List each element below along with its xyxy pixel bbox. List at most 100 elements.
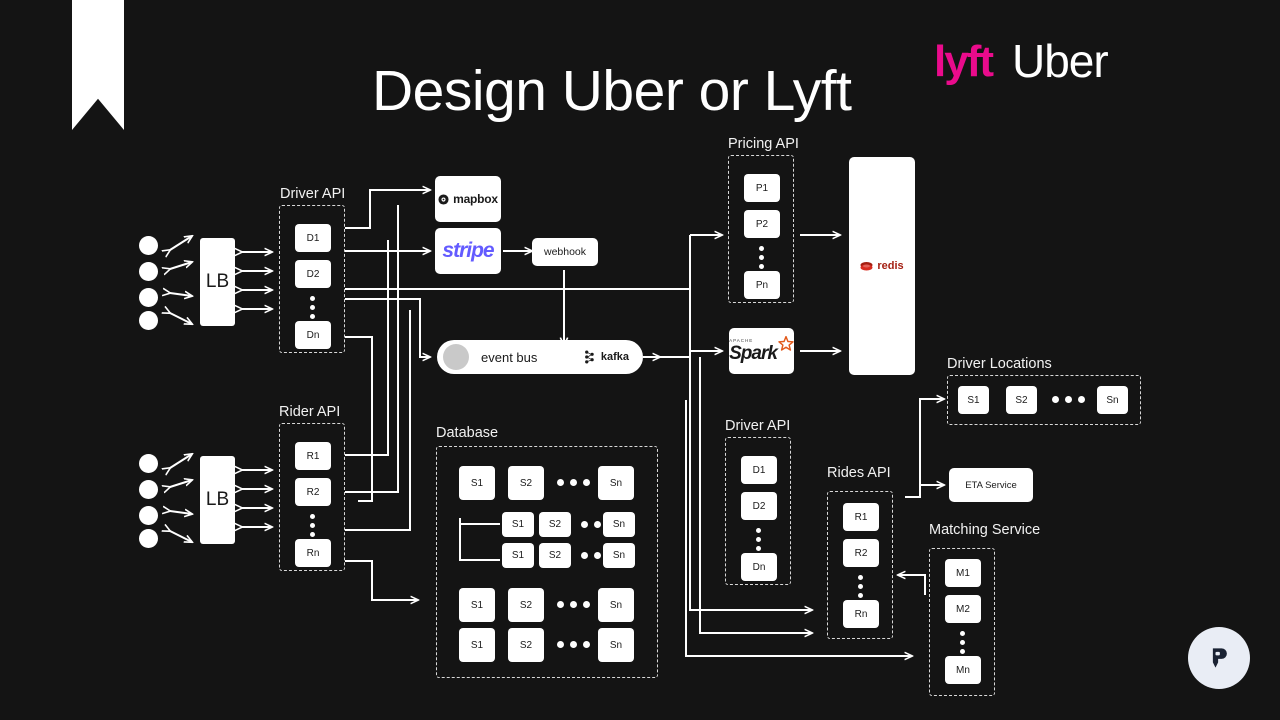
driver-api-left-node-d2[interactable]: D2 <box>295 260 331 288</box>
db-replica[interactable]: S1 <box>502 543 534 568</box>
driver-api-right-group <box>725 437 791 585</box>
rides-api-group <box>827 491 893 639</box>
db-replica[interactable]: S1 <box>502 512 534 537</box>
kafka-icon <box>584 350 594 364</box>
pricing-api-node-pn[interactable]: Pn <box>744 271 780 299</box>
client-dot[interactable] <box>139 480 158 499</box>
matching-service-node-m2[interactable]: M2 <box>945 595 981 623</box>
driver-api-right-node-d2[interactable]: D2 <box>741 492 777 520</box>
mapbox-service[interactable]: mapbox <box>435 176 501 222</box>
stripe-service[interactable]: stripe <box>435 228 501 274</box>
driver-api-right-label: Driver API <box>725 418 791 434</box>
redis-icon <box>860 261 873 270</box>
pin-logo-icon <box>1212 648 1227 668</box>
db-row4-ellipsis <box>557 601 590 608</box>
db-replica[interactable]: Sn <box>603 543 635 568</box>
driver-locations-node-s2[interactable]: S2 <box>1006 386 1037 414</box>
driver-api-right-ellipsis <box>756 528 761 551</box>
db-shard[interactable]: Sn <box>598 466 634 500</box>
driver-load-balancer[interactable]: LB <box>200 238 235 326</box>
driver-api-right-node-d1[interactable]: D1 <box>741 456 777 484</box>
uber-logo: Uber <box>1012 35 1109 87</box>
matching-service-ellipsis <box>960 631 965 654</box>
spark-apache-label: APACHE <box>729 338 754 344</box>
db-shard[interactable]: Sn <box>598 588 634 622</box>
rides-api-node-r2[interactable]: R2 <box>843 539 879 567</box>
rider-api-node-rn[interactable]: Rn <box>295 539 331 567</box>
rider-api-ellipsis <box>310 514 315 537</box>
driver-locations-ellipsis <box>1052 396 1085 403</box>
driver-api-left-node-d1[interactable]: D1 <box>295 224 331 252</box>
matching-service-node-m1[interactable]: M1 <box>945 559 981 587</box>
client-dot[interactable] <box>139 262 158 281</box>
event-bus-knob-icon <box>443 344 469 370</box>
rides-api-ellipsis <box>858 575 863 598</box>
driver-locations-group <box>947 375 1141 425</box>
stripe-label: stripe <box>442 239 494 262</box>
event-bus[interactable]: event bus kafka <box>437 340 643 374</box>
db-shard[interactable]: S2 <box>508 466 544 500</box>
driver-locations-node-sn[interactable]: Sn <box>1097 386 1128 414</box>
pricing-api-group <box>728 155 794 303</box>
pricing-api-ellipsis <box>759 246 764 269</box>
db-shard[interactable]: Sn <box>598 628 634 662</box>
spark-logo: APACHE Spark <box>729 336 794 364</box>
matching-service-group <box>929 548 995 696</box>
webhook-label: webhook <box>543 246 587 258</box>
database-group <box>436 446 658 678</box>
client-dot[interactable] <box>139 288 158 307</box>
redis-store[interactable]: redis <box>849 157 915 375</box>
db-shard[interactable]: S1 <box>459 588 495 622</box>
spark-label: Spark <box>729 342 778 364</box>
driver-locations-label: Driver Locations <box>947 356 1052 372</box>
driver-api-left-ellipsis <box>310 296 315 319</box>
event-bus-label: event bus <box>481 349 538 365</box>
db-replica[interactable]: S2 <box>539 543 571 568</box>
redis-label: redis <box>877 260 904 272</box>
matching-service-node-mn[interactable]: Mn <box>945 656 981 684</box>
client-dot[interactable] <box>139 311 158 330</box>
driver-api-left-node-dn[interactable]: Dn <box>295 321 331 349</box>
client-dot[interactable] <box>139 506 158 525</box>
lyft-logo: lyft <box>934 37 994 86</box>
client-dot[interactable] <box>139 454 158 473</box>
watermark-badge[interactable] <box>1188 627 1250 689</box>
kafka-logo: kafka <box>584 350 629 364</box>
rider-load-balancer[interactable]: LB <box>200 456 235 544</box>
client-dot[interactable] <box>139 529 158 548</box>
redis-logo: redis <box>860 260 904 272</box>
db-row1-ellipsis <box>557 479 590 486</box>
client-dot[interactable] <box>139 236 158 255</box>
mapbox-label-wrap: mapbox <box>438 192 498 206</box>
db-shard[interactable]: S1 <box>459 628 495 662</box>
eta-service[interactable]: ETA Service <box>949 468 1033 502</box>
bookmark-ribbon-icon <box>72 0 124 130</box>
driver-locations-node-s1[interactable]: S1 <box>958 386 989 414</box>
page-title: Design Uber or Lyft <box>372 59 852 123</box>
db-replica[interactable]: Sn <box>603 512 635 537</box>
kafka-label: kafka <box>600 351 629 363</box>
rider-api-node-r1[interactable]: R1 <box>295 442 331 470</box>
matching-service-label: Matching Service <box>929 522 1041 538</box>
pricing-api-node-p2[interactable]: P2 <box>744 210 780 238</box>
webhook-service[interactable]: webhook <box>532 238 598 266</box>
pricing-api-node-p1[interactable]: P1 <box>744 174 780 202</box>
db-shard[interactable]: S2 <box>508 588 544 622</box>
db-shard[interactable]: S1 <box>459 466 495 500</box>
rider-api-node-r2[interactable]: R2 <box>295 478 331 506</box>
db-shard[interactable]: S2 <box>508 628 544 662</box>
spark-service[interactable]: APACHE Spark <box>729 328 794 374</box>
rides-api-node-rn[interactable]: Rn <box>843 600 879 628</box>
db-row5-ellipsis <box>557 641 590 648</box>
driver-api-right-node-dn[interactable]: Dn <box>741 553 777 581</box>
rider-api-group <box>279 423 345 571</box>
mapbox-icon <box>438 193 449 205</box>
rider-api-label: Rider API <box>279 404 341 420</box>
spark-star-icon <box>778 336 794 351</box>
mapbox-label: mapbox <box>453 192 498 206</box>
database-label: Database <box>436 425 499 441</box>
rides-api-label: Rides API <box>827 465 891 481</box>
rides-api-node-r1[interactable]: R1 <box>843 503 879 531</box>
db-replica[interactable]: S2 <box>539 512 571 537</box>
